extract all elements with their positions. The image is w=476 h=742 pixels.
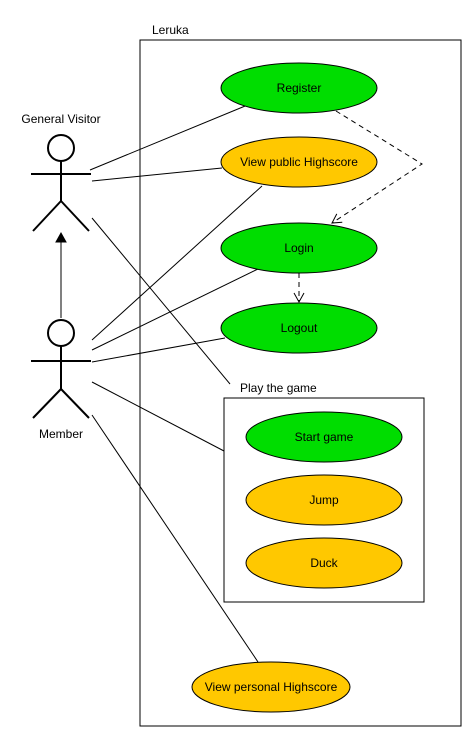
use-case-login-label: Login	[284, 241, 313, 255]
member-logout-link	[91, 337, 226, 363]
system-name: Leruka	[152, 23, 189, 37]
general-visitor-label: General Visitor	[21, 112, 100, 126]
member-play-game-link	[91, 381, 225, 452]
play-the-game-package: Play the game	[223, 381, 425, 603]
visitor-public-highscore-link	[91, 167, 223, 182]
use-case-view-personal-highscore[interactable]: View personal Highscore	[191, 661, 351, 713]
use-case-jump[interactable]: Jump	[245, 474, 403, 526]
member-personal-highscore-link	[91, 414, 259, 663]
visitor-register-link	[89, 103, 251, 171]
use-case-duck-label: Duck	[310, 556, 338, 570]
use-case-start-game[interactable]: Start game	[245, 411, 403, 463]
member-public-highscore-link	[91, 185, 263, 341]
member-head	[47, 319, 75, 347]
use-case-view-public-highscore[interactable]: View public Highscore	[220, 136, 378, 188]
general-visitor-head	[47, 134, 75, 162]
use-case-start-game-label: Start game	[295, 430, 354, 444]
use-case-jump-label: Jump	[309, 493, 339, 507]
use-case-view-public-highscore-label: View public Highscore	[240, 155, 358, 169]
use-case-login[interactable]: Login	[220, 222, 378, 274]
member-login-link	[91, 266, 263, 351]
use-case-register[interactable]: Register	[220, 62, 378, 114]
general-visitor-actor	[31, 134, 91, 232]
use-case-logout[interactable]: Logout	[220, 302, 378, 354]
member-label: Member	[39, 427, 83, 441]
use-case-duck[interactable]: Duck	[245, 537, 403, 589]
dependencies	[293, 110, 423, 304]
visitor-play-game-link	[91, 217, 231, 385]
package-name: Play the game	[240, 381, 317, 395]
use-case-view-personal-highscore-label: View personal Highscore	[205, 680, 338, 694]
associations	[89, 103, 263, 663]
member-actor	[31, 319, 91, 419]
system-boundary: Leruka	[139, 23, 462, 727]
use-case-logout-label: Logout	[281, 321, 318, 335]
register-login-dependency	[331, 110, 423, 224]
use-case-register-label: Register	[277, 81, 322, 95]
